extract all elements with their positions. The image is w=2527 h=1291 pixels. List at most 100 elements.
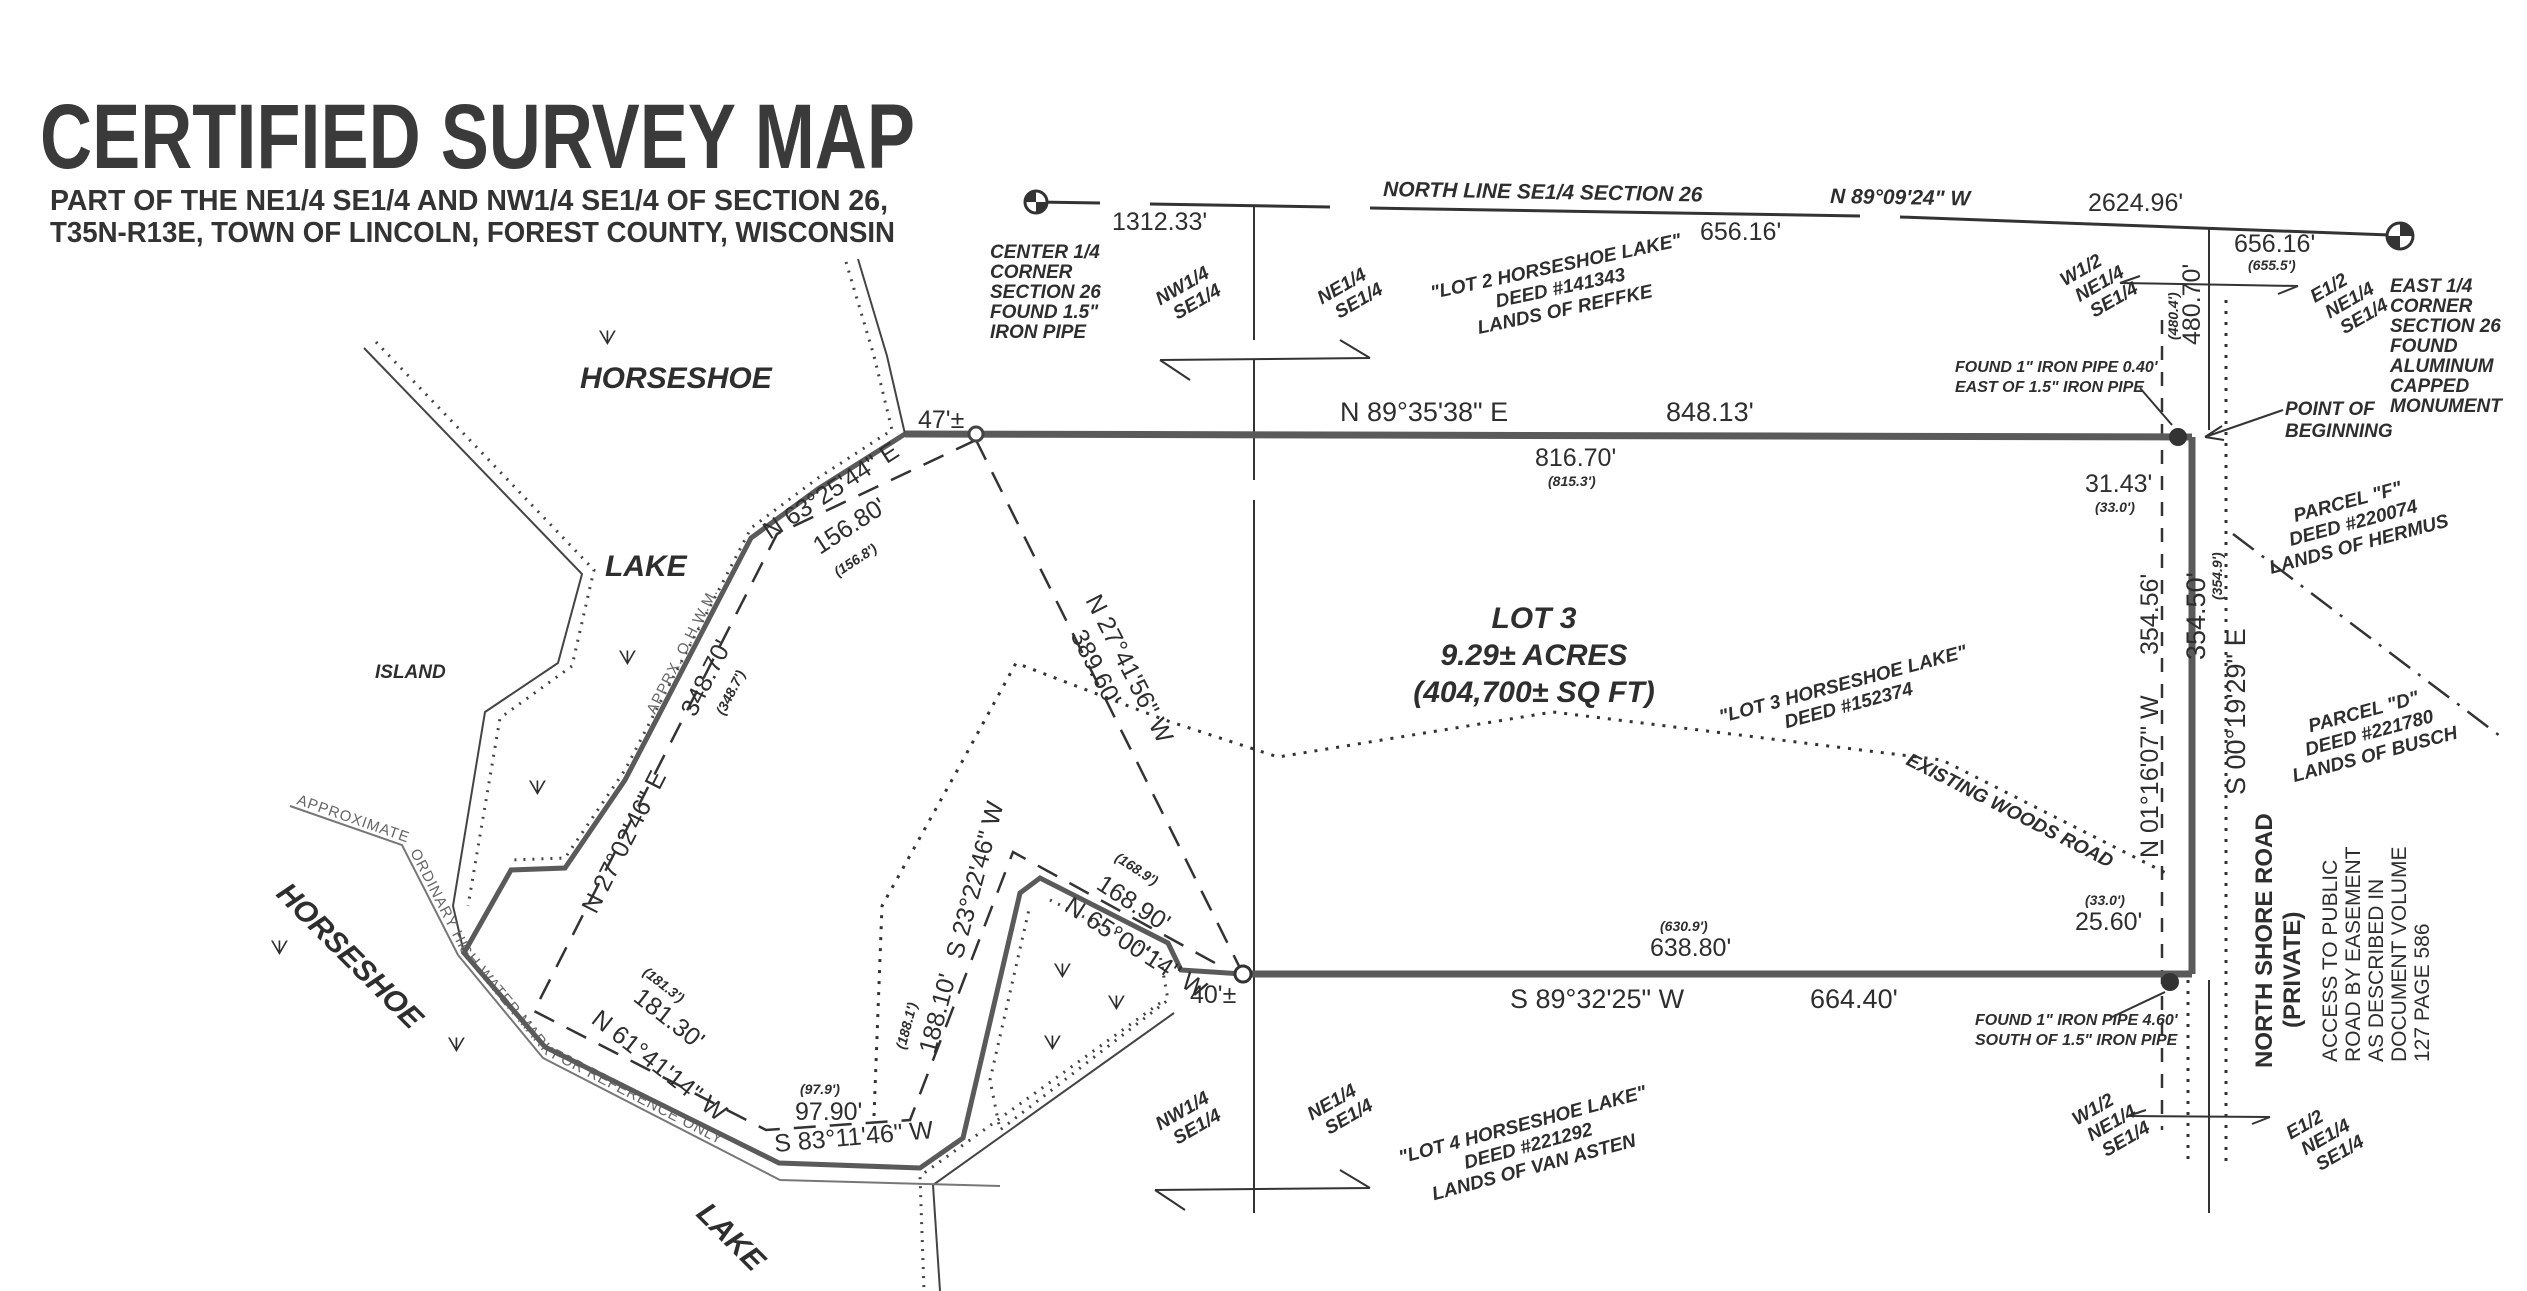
road-label-line: NORTH SHORE ROAD	[2251, 813, 2278, 1068]
arrow-halves-top	[2119, 275, 2299, 295]
north-line-east-segment: 656.16'	[2234, 230, 2315, 258]
north-pipe-leader	[2139, 387, 2173, 426]
lot-name: LOT 3	[1491, 602, 1576, 635]
east-corner-line: EAST 1/4	[2390, 276, 2473, 297]
marsh-icon: ᗐ	[270, 938, 289, 960]
shoreline-northeast	[857, 258, 906, 435]
north-boundary-total: 848.13'	[1666, 397, 1754, 427]
south-pipe-note: FOUND 1" IRON PIPE 4.60' SOUTH OF 1.5" I…	[1975, 1012, 2179, 1049]
lake-label-lake-lower: LAKE	[690, 1197, 772, 1279]
pipe-note-line: FOUND 1" IRON PIPE 0.40'	[1955, 359, 2159, 376]
north-boundary-part: 816.70'	[1535, 444, 1616, 472]
south-boundary-record: (630.9')	[1660, 918, 1708, 934]
map-subtitle-line-2: T35N-R13E, TOWN OF LINCOLN, FOREST COUNT…	[50, 217, 895, 249]
lot-acres: 9.29± ACRES	[1440, 639, 1627, 672]
pob-arrow	[2204, 409, 2284, 441]
center-corner-line: SECTION 26	[990, 282, 1101, 303]
section-lines	[1035, 200, 2391, 1213]
existing-woods-road-line	[872, 661, 2169, 1117]
pipe-note-line: EAST OF 1.5" IRON PIPE	[1955, 379, 2145, 396]
row-distance: 354.56'	[2136, 574, 2164, 655]
east-corner-line: FOUND	[2390, 336, 2458, 357]
tie-top-distance: 31.43'	[2085, 470, 2152, 498]
arrow-halves-bottom	[2127, 1109, 2271, 1125]
arrow-nw-ne-bottom	[1154, 1169, 1371, 1211]
south-boundary-bearing: S 89°32'25" W	[1510, 984, 1685, 1014]
tie-bottom-record: (33.0')	[2085, 892, 2125, 908]
east-corner-line: SECTION 26	[2390, 316, 2501, 337]
pipe-note-line: SOUTH OF 1.5" IRON PIPE	[1975, 1032, 2179, 1049]
lot-boundary-north	[904, 430, 2193, 441]
access-note-line: 127 PAGE 586	[2411, 923, 2434, 1062]
marsh-icon: ᗐ	[598, 328, 617, 350]
pob-line: BEGINNING	[2285, 421, 2393, 442]
tie-top-record: (33.0')	[2095, 499, 2135, 515]
marsh-icon: ᗐ	[528, 778, 547, 800]
iron-pipe-north-east-icon	[2169, 428, 2187, 446]
marsh-icon: ᗐ	[447, 1035, 466, 1057]
shoreline-south-dots	[918, 1001, 1161, 1291]
center-corner-line: FOUND 1.5"	[990, 302, 1099, 323]
center-corner-line: IRON PIPE	[990, 322, 1087, 343]
north-line-west-segment: 1312.33'	[1112, 208, 1207, 236]
tie-line	[974, 439, 1245, 975]
lot-sqft: (404,700± SQ FT)	[1413, 676, 1655, 709]
iron-pipe-south-east-icon	[2161, 973, 2179, 991]
north-boundary-record: (815.3')	[1548, 473, 1596, 489]
parcel-line-dashdot	[2232, 533, 2501, 737]
arrow-nw-ne-top	[1159, 339, 1371, 381]
adjoiner-parcel-d: PARCEL "D" DEED #221780 LANDS OF BUSCH	[2290, 687, 2461, 787]
point-of-beginning-label: POINT OF BEGINNING	[2285, 399, 2393, 442]
adjoiner-lot4: "LOT 4 HORSESHOE LAKE" DEED #221292 LAND…	[1397, 1082, 1650, 1205]
shoreline-west-dots	[374, 340, 596, 907]
north-tie-distance: 480.70'	[2178, 264, 2206, 345]
north-tie-record: (480.4')	[2165, 292, 2181, 340]
lake-shorelines	[289, 258, 1175, 1291]
road-label-line: (PRIVATE)	[2279, 912, 2306, 1028]
adjoiner-parcel-f: PARCEL "F" DEED #220074 LANDS OF HERMUS	[2267, 478, 2451, 579]
north-line-label: NORTH LINE SE1/4 SECTION 26	[1383, 178, 1703, 207]
access-note-line: ACCESS TO PUBLIC	[2319, 860, 2342, 1062]
marsh-icon: ᗐ	[1107, 993, 1126, 1015]
meander-4-record: (97.9')	[800, 1081, 840, 1097]
east-boundary-bearing: S 00°19'29" E	[2221, 628, 2251, 795]
existing-woods-road-label: EXISTING WOODS ROAD	[1903, 750, 2117, 873]
north-line-total: 2624.96'	[2088, 189, 2183, 217]
south-pipe-leader	[2109, 991, 2166, 1019]
map-title: CERTIFIED SURVEY MAP	[40, 86, 915, 188]
map-subtitle-line-1: PART OF THE NE1/4 SE1/4 AND NW1/4 SE1/4 …	[50, 185, 888, 217]
marsh-symbol-icons: ᗐ ᗐ ᗐ ᗐ ᗐ ᗐ ᗐ ᗐ	[270, 328, 1126, 1057]
row-bearing: N 01°16'07" W	[2136, 695, 2164, 858]
marsh-icon: ᗐ	[1043, 1033, 1062, 1055]
tie-bottom-distance: 25.60'	[2075, 908, 2142, 936]
meander-4-distance: 97.90'	[795, 1098, 862, 1126]
north-line-east-record: (655.5')	[2248, 257, 2296, 273]
adjoiner-lot3: "LOT 3 HORSESHOE LAKE" DEED #152374	[1717, 641, 1970, 733]
meander-5-bearing: S 23°22'46" W	[941, 798, 1010, 961]
lake-label-horseshoe-lower: HORSESHOE	[270, 877, 430, 1037]
east-boundary-distance: 354.50'	[2181, 572, 2211, 660]
access-note-line: ROAD BY EASEMENT	[2342, 846, 2365, 1062]
lot-label: LOT 3 9.29± ACRES (404,700± SQ FT)	[1413, 602, 1655, 709]
north-line-mid-segment: 656.16'	[1700, 218, 1781, 246]
north-line-se-quarter	[1035, 200, 2391, 237]
east-corner-line: CAPPED	[2390, 376, 2469, 397]
south-boundary-part: 638.80'	[1650, 934, 1731, 962]
north-boundary-bearing: N 89°35'38" E	[1340, 397, 1508, 427]
lake-label-lake-upper: LAKE	[605, 550, 688, 583]
north-pipe-note: FOUND 1" IRON PIPE 0.40' EAST OF 1.5" IR…	[1955, 359, 2159, 396]
pipe-note-line: FOUND 1" IRON PIPE 4.60'	[1975, 1012, 2179, 1029]
meander-traverse-line	[532, 438, 1216, 1132]
lot-boundary-ohwm	[460, 431, 1244, 1171]
pob-line: POINT OF	[2285, 399, 2376, 420]
center-corner-label: CENTER 1/4 CORNER SECTION 26 FOUND 1.5" …	[990, 242, 1101, 343]
south-boundary-total: 664.40'	[1810, 984, 1898, 1014]
center-corner-line: CORNER	[990, 262, 1073, 283]
lake-label-horseshoe-upper: HORSESHOE	[580, 362, 773, 395]
east-corner-label: EAST 1/4 CORNER SECTION 26 FOUND ALUMINU…	[2389, 276, 2503, 417]
east-corner-line: CORNER	[2390, 296, 2473, 317]
shoreline-west	[363, 347, 584, 954]
south-offset: 40'±	[1190, 981, 1236, 1009]
adjoiner-lot2: "LOT 2 HORSESHOE LAKE" DEED #141343 LAND…	[1429, 230, 1684, 339]
